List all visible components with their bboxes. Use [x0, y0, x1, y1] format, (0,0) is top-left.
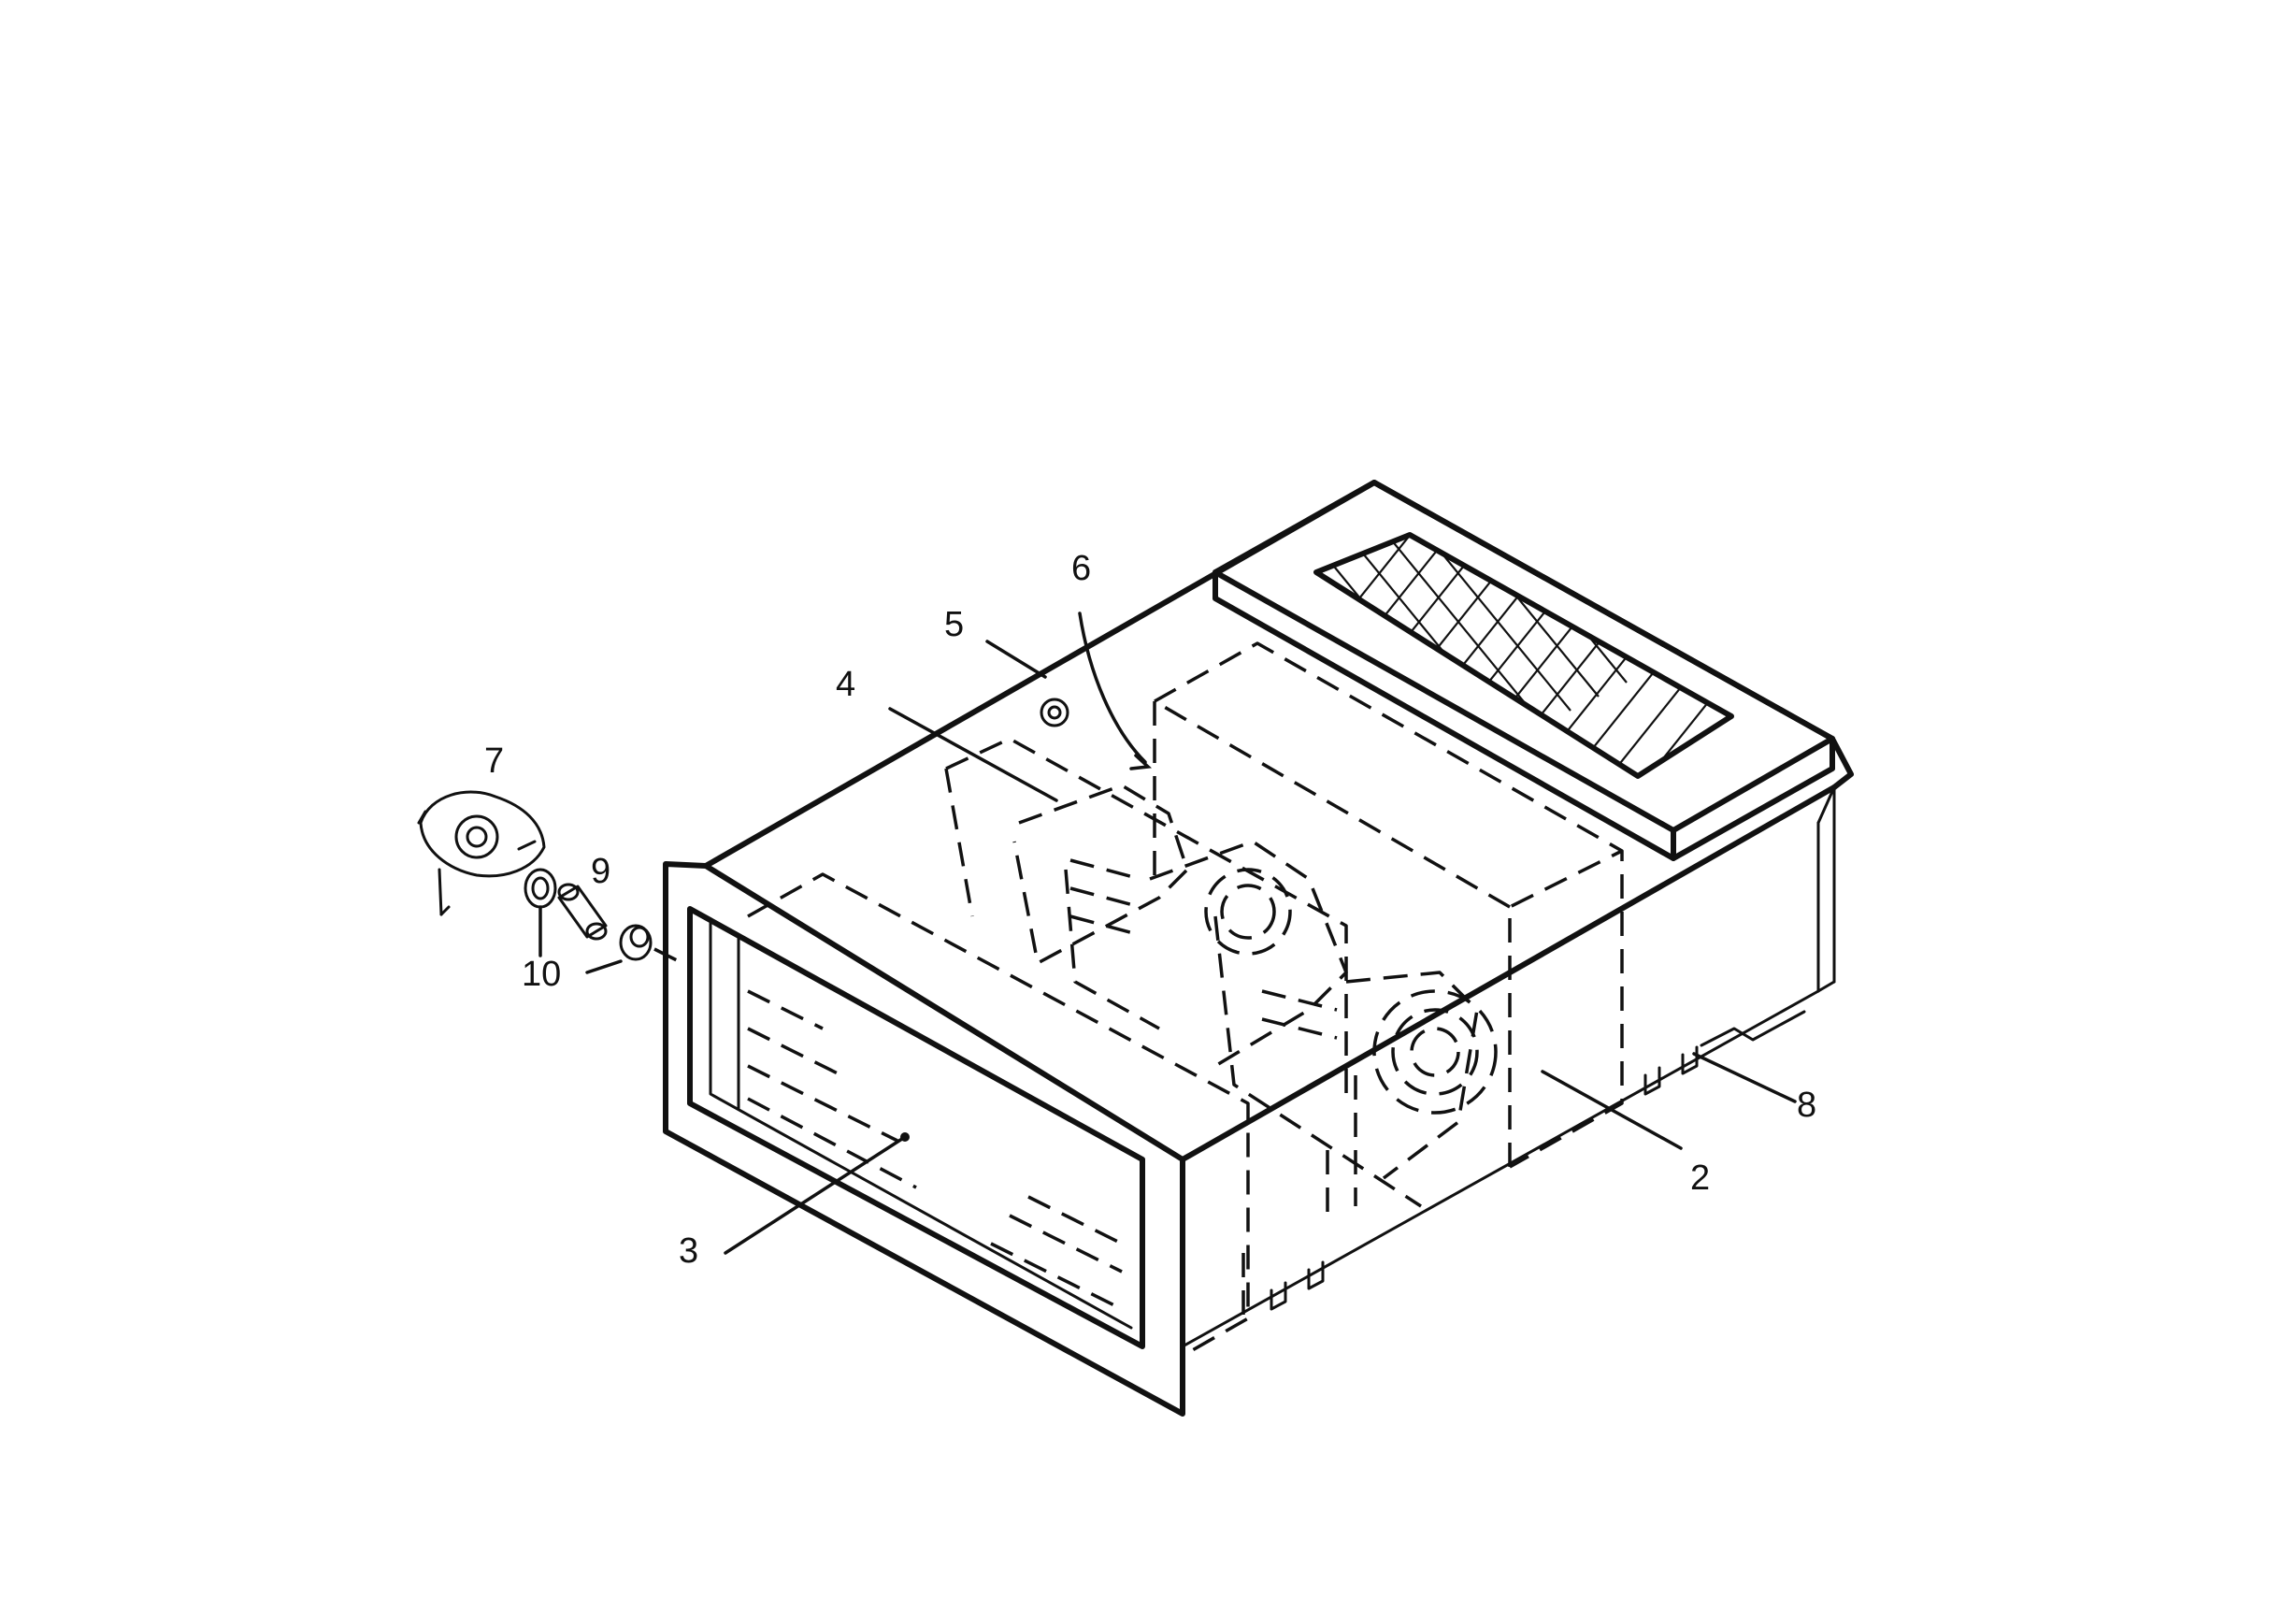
- callout-3: 3: [679, 1231, 698, 1271]
- front-frame: [663, 861, 1185, 1417]
- screw-icon: [1040, 698, 1069, 727]
- callout-6: 6: [1071, 549, 1091, 588]
- hidden-internals: [747, 641, 1624, 1358]
- callout-8: 8: [1797, 1086, 1816, 1125]
- housing: [703, 480, 1854, 1348]
- control-knob-icon: [417, 790, 546, 916]
- callout-10: 10: [522, 955, 561, 994]
- bushing-icon: [524, 868, 557, 909]
- shaft-icon: [557, 883, 608, 941]
- leader-lines: [538, 612, 1797, 1255]
- callout-4: 4: [836, 665, 855, 704]
- top-panel: [1213, 480, 1835, 861]
- glass-window: [747, 989, 1123, 1311]
- callout-9: 9: [591, 852, 610, 891]
- callouts: 2 3 4 5 6 7 8 9 10: [484, 549, 1816, 1271]
- callout-5: 5: [944, 605, 964, 644]
- callout-2: 2: [1690, 1159, 1710, 1198]
- callout-7: 7: [484, 741, 504, 781]
- nut-icon: [619, 924, 653, 961]
- fan-icon: [1069, 858, 1498, 1115]
